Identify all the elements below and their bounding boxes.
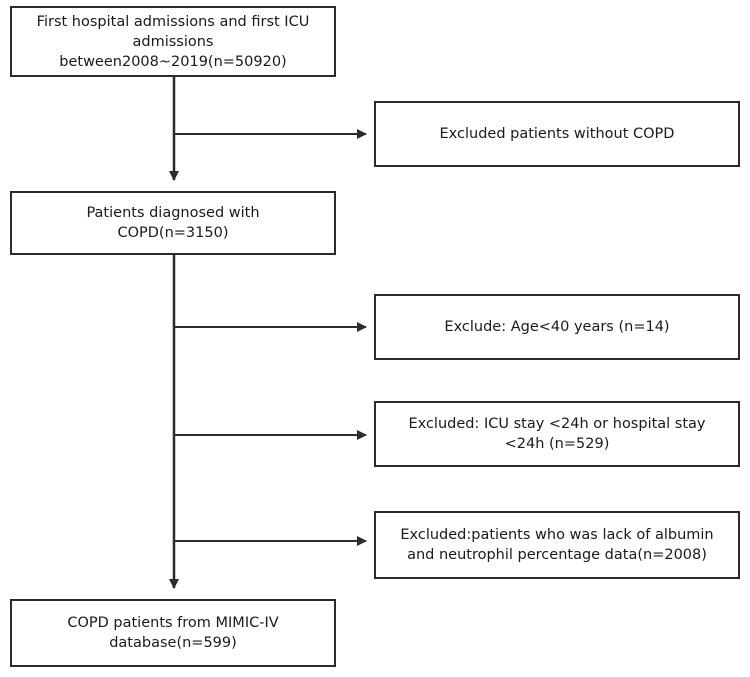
- box-exclude-missing-data-line-2: and neutrophil percentage data(n=2008): [407, 547, 707, 563]
- box-exclude-age: Exclude: Age<40 years (n=14): [374, 294, 740, 360]
- box-final-cohort: COPD patients from MIMIC-IV database(n=5…: [10, 599, 336, 667]
- box-final-cohort-line-1: COPD patients from MIMIC-IV: [67, 615, 279, 631]
- box-exclude-stay-line-1: Excluded: ICU stay <24h or hospital stay: [408, 416, 706, 432]
- box-initial-admissions: First hospital admissions and first ICU …: [10, 6, 336, 77]
- box-copd-diagnosed: Patients diagnosed with COPD(n=3150): [10, 191, 336, 255]
- box-copd-diagnosed-line-2: COPD(n=3150): [117, 225, 229, 241]
- box-exclude-missing-data: Excluded:patients who was lack of albumi…: [374, 511, 740, 579]
- box-final-cohort-line-2: database(n=599): [109, 635, 237, 651]
- box-initial-admissions-line-3: between2008~2019(n=50920): [59, 53, 287, 70]
- box-copd-diagnosed-line-1: Patients diagnosed with: [86, 205, 260, 221]
- box-exclude-stay: Excluded: ICU stay <24h or hospital stay…: [374, 401, 740, 467]
- box-exclude-missing-data-line-1: Excluded:patients who was lack of albumi…: [400, 527, 714, 543]
- box-initial-admissions-line-2: admissions: [132, 33, 214, 50]
- box-exclude-age-line-1: Exclude: Age<40 years (n=14): [444, 319, 670, 335]
- box-initial-admissions-line-1: First hospital admissions and first ICU: [36, 13, 310, 30]
- box-excluded-without-copd-line-1: Excluded patients without COPD: [439, 126, 675, 142]
- box-exclude-stay-line-2: <24h (n=529): [504, 436, 610, 452]
- box-excluded-without-copd: Excluded patients without COPD: [374, 101, 740, 167]
